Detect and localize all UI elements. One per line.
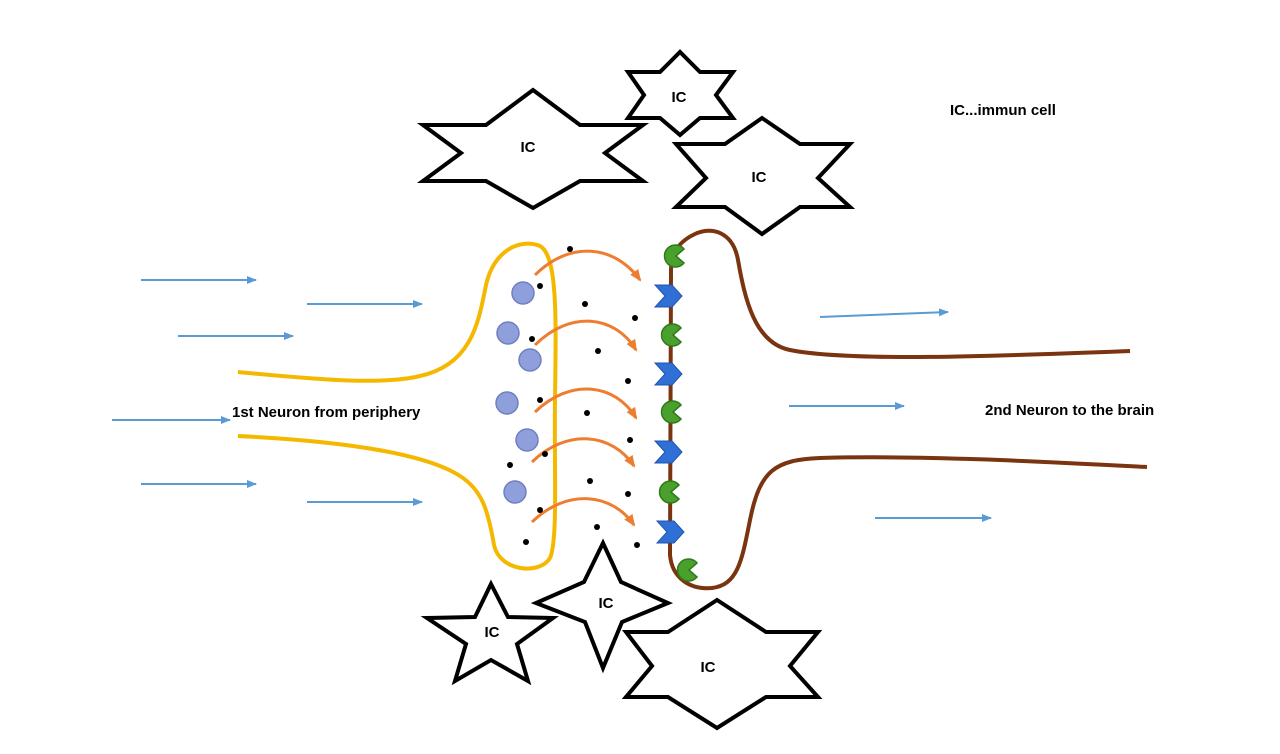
vesicle: [518, 348, 542, 372]
immune-cell-label: IC: [701, 659, 716, 676]
receptor-blue: [653, 284, 685, 544]
immune-cell-label: IC: [752, 169, 767, 186]
immune-cell-top-right: IC: [671, 115, 856, 237]
immune-cell-bottom-center: IC: [530, 538, 674, 674]
immune-cell-label: IC: [599, 595, 614, 612]
release-arrow: [533, 387, 638, 420]
immune-cell-bottom-left: IC: [420, 579, 560, 686]
receptor-green: [658, 244, 699, 582]
immune-cell-top-small: IC: [624, 49, 737, 138]
vesicle: [496, 321, 520, 345]
first-neuron-label: 1st Neuron from periphery: [232, 404, 421, 421]
first-neuron-membrane: [237, 241, 558, 571]
incoming-signal-arrows: [112, 276, 423, 506]
second-neuron-membrane: [667, 228, 1148, 591]
legend-text: IC...immun cell: [950, 102, 1056, 119]
vesicle: [511, 281, 535, 305]
neurotransmitters: [507, 246, 640, 548]
synaptic-vesicles: [495, 281, 542, 504]
immune-cell-label: IC: [672, 89, 687, 106]
immune-cell-bottom-right: IC: [621, 597, 823, 731]
signal-arrow: [819, 308, 949, 318]
release-arrow: [533, 249, 642, 282]
vesicle: [515, 428, 539, 452]
vesicle: [495, 391, 519, 415]
release-arrows: [530, 249, 642, 527]
release-arrow: [530, 497, 636, 527]
vesicle: [503, 480, 527, 504]
immune-cell-label: IC: [521, 139, 536, 156]
outgoing-signal-arrows: [789, 308, 992, 522]
immune-cell-top-left: IC: [416, 87, 650, 211]
release-arrow: [533, 319, 638, 352]
second-neuron-label: 2nd Neuron to the brain: [985, 402, 1154, 419]
receptors: [653, 244, 699, 582]
immune-cell-label: IC: [485, 624, 500, 641]
